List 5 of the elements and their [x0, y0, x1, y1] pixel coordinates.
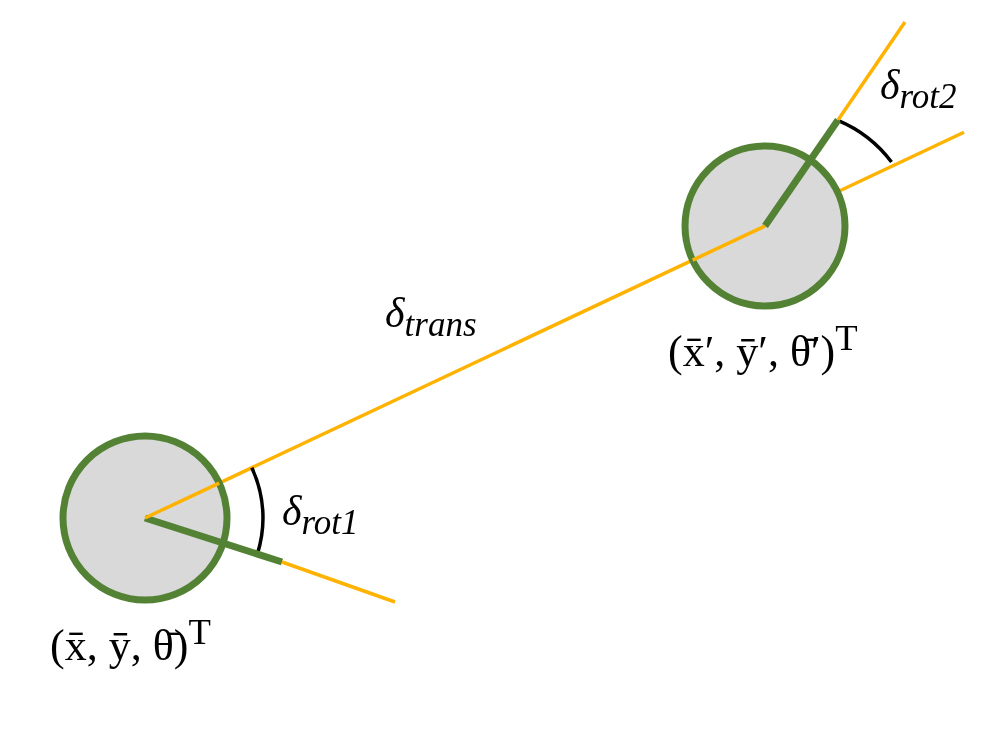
pose-label: (x̄′, ȳ′, θ̄′)$^{T}$	[668, 318, 858, 377]
angle-label: δ$_{rot2}$	[880, 62, 957, 117]
edge-label: δ$_{trans}$	[385, 290, 477, 345]
pose-label: (x̄, ȳ, θ̄)$^{T}$	[50, 612, 211, 671]
angle-label: δ$_{rot1}$	[282, 488, 359, 543]
